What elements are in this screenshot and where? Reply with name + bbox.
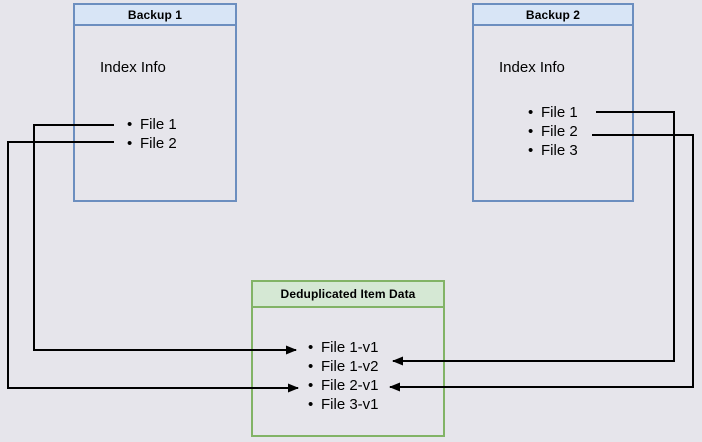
dedup-item-list: File 1-v1 File 1-v2 File 2-v1 File 3-v1	[308, 338, 379, 414]
backup2-file-list: File 1 File 2 File 3	[528, 103, 578, 160]
list-item: File 3-v1	[308, 395, 379, 414]
list-item: File 2	[127, 134, 177, 153]
list-item: File 3	[528, 141, 578, 160]
list-item: File 1	[127, 115, 177, 134]
dedup-header: Deduplicated Item Data	[253, 282, 443, 308]
list-item: File 1	[528, 103, 578, 122]
backup1-file-list: File 1 File 2	[127, 115, 177, 153]
backup2-title: Backup 2	[525, 7, 581, 22]
list-item: File 2-v1	[308, 376, 379, 395]
backup2-box: Backup 2 Index Info File 1 File 2 File 3	[472, 3, 634, 202]
list-item: File 1-v1	[308, 338, 379, 357]
dedup-box: Deduplicated Item Data File 1-v1 File 1-…	[251, 280, 445, 437]
list-item: File 2	[528, 122, 578, 141]
backup2-header: Backup 2	[474, 5, 632, 26]
list-item: File 1-v2	[308, 357, 379, 376]
backup1-index-info-label: Index Info	[100, 59, 166, 76]
backup1-box: Backup 1 Index Info File 1 File 2	[73, 3, 237, 202]
dedup-title: Deduplicated Item Data	[280, 287, 416, 301]
backup1-header: Backup 1	[75, 5, 235, 26]
backup1-title: Backup 1	[127, 7, 183, 22]
backup2-index-info-label: Index Info	[499, 59, 565, 76]
